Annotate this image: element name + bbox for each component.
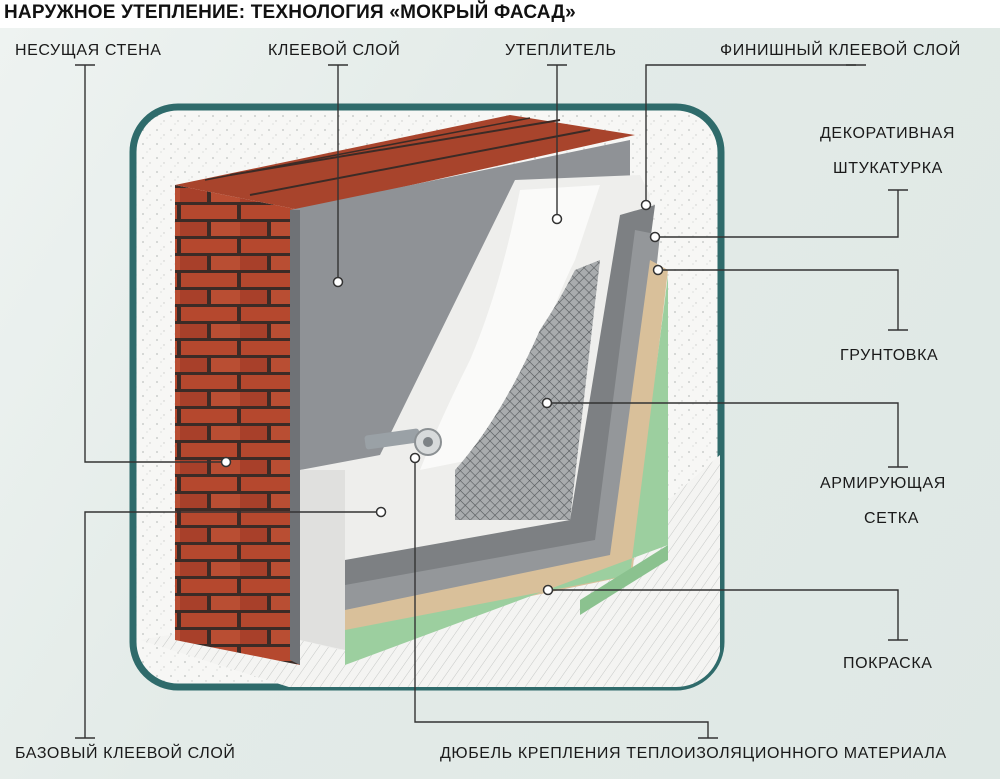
- label-glue-layer: КЛЕЕВОЙ СЛОЙ: [268, 42, 401, 59]
- glue-layer: [290, 140, 630, 470]
- label-mesh-1: АРМИРУЮЩАЯ: [820, 475, 946, 492]
- label-finish-glue: ФИНИШНЫЙ КЛЕЕВОЙ СЛОЙ: [720, 42, 961, 59]
- label-base-glue: БАЗОВЫЙ КЛЕЕВОЙ СЛОЙ: [15, 745, 236, 762]
- label-decor-plaster-1: ДЕКОРАТИВНАЯ: [820, 125, 956, 142]
- label-decor-plaster-2: ШТУКАТУРКА: [833, 160, 943, 177]
- paint-layer: [345, 275, 668, 665]
- label-mesh-2: СЕТКА: [864, 510, 919, 527]
- reinforcing-mesh: [455, 260, 600, 520]
- finish-glue-layer: [345, 205, 655, 605]
- label-insulation: УТЕПЛИТЕЛЬ: [505, 42, 617, 59]
- label-load-wall: НЕСУЩАЯ СТЕНА: [15, 42, 162, 59]
- label-dowel: ДЮБЕЛЬ КРЕПЛЕНИЯ ТЕПЛОИЗОЛЯЦИОННОГО МАТЕ…: [440, 745, 947, 762]
- dowel: [364, 428, 442, 456]
- label-primer: ГРУНТОВКА: [840, 347, 939, 364]
- page-title: НАРУЖНОЕ УТЕПЛЕНИЕ: ТЕХНОЛОГИЯ «МОКРЫЙ Ф…: [4, 2, 576, 23]
- brick-wall-top: [175, 115, 635, 210]
- label-paint: ПОКРАСКА: [843, 655, 933, 672]
- brick-wall: [175, 185, 300, 665]
